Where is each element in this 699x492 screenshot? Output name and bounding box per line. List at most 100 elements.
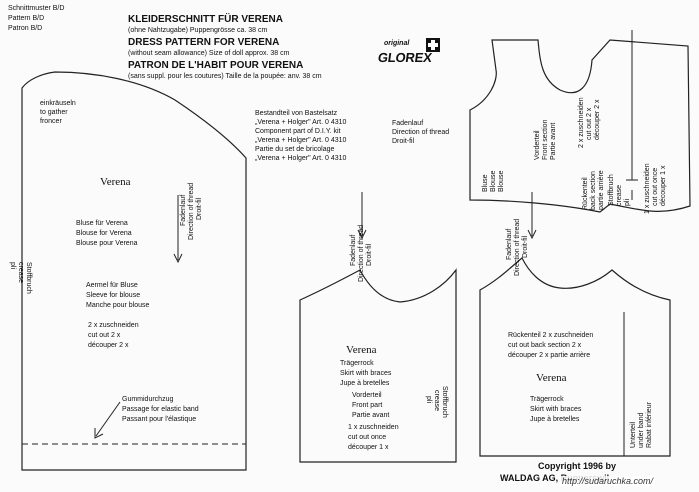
title-de: KLEIDERSCHNITT FÜR VERENA — [128, 14, 284, 25]
piece-name: Verena — [100, 176, 131, 188]
kit-info-line: „Verena + Holger" Art. 0 4310 — [255, 137, 347, 144]
logo-original-text: original — [384, 40, 410, 47]
bodice-blouse: Blouse — [490, 170, 497, 192]
skirt-front-outline — [299, 268, 457, 463]
band-label: Rabat inférieur — [646, 402, 653, 448]
bodice-back: Rückenteil — [582, 177, 589, 210]
gather-label: to gather — [40, 109, 68, 116]
skirt-back-cut: cut out back section 2 x — [508, 342, 582, 349]
bodice-front: Vorderteil — [534, 130, 541, 160]
thread-label-vertical: Droit-fil — [522, 235, 529, 258]
sleeve-label: Aermel für Bluse — [86, 282, 138, 289]
bodice-cut-back: 1 x zuschneiden — [644, 163, 651, 214]
title-fr-sub: (sans suppl. pour les coutures) Taille d… — [128, 73, 322, 80]
gather-label: froncer — [40, 118, 62, 125]
copyright-line: Copyright 1996 by — [538, 461, 617, 471]
bodice-blouse: Blouse — [498, 170, 505, 192]
header-line-1: Schnittmuster B/D — [8, 5, 65, 12]
skirt-front-line: Jupe à bretelles — [340, 380, 390, 387]
bodice-cut-back: découper 1 x — [660, 165, 667, 206]
band-label: under band — [638, 412, 645, 448]
blouse-title: Blouse for Verena — [76, 230, 132, 237]
elastic-label: Passage for elastic band — [122, 406, 199, 413]
bodice-back: back section — [590, 171, 597, 210]
kit-info-line: Component part of D.I.Y. kit — [255, 128, 341, 135]
thread-label: Droit-fil — [392, 138, 415, 145]
thread-label-vertical: Direction of thread — [514, 218, 521, 276]
bodice-front: Front section — [542, 119, 549, 160]
piece-name: Verena — [346, 344, 377, 356]
fold-label: crease — [616, 184, 623, 206]
skirt-front-line: découper 1 x — [348, 444, 389, 451]
elastic-label: Gummidurchzug — [122, 396, 174, 403]
kit-info-line: „Verena + Holger" Art. 0 4310 — [255, 119, 347, 126]
title-en-sub: (without seam allowance) Size of doll ap… — [128, 50, 290, 57]
bodice-cut-back: cut out once — [652, 167, 659, 206]
blouse-title: Blouse pour Verena — [76, 240, 138, 247]
title-en: DRESS PATTERN FOR VERENA — [128, 37, 280, 48]
fold-label: pli — [624, 198, 631, 206]
thread-label-vertical: Droit-fil — [196, 197, 203, 220]
swiss-cross-icon — [426, 38, 440, 52]
fold-label: crease — [17, 262, 24, 284]
skirt-front-line: Vorderteil — [352, 392, 382, 399]
piece-name: Verena — [536, 372, 567, 384]
skirt-front-line: 1 x zuschneiden — [348, 424, 399, 431]
sleeve-label: Manche pour blouse — [86, 302, 150, 309]
logo-brand-text: GLOREX — [376, 50, 433, 65]
thread-label: Fadenlauf — [392, 120, 424, 127]
skirt-front-line: Front part — [352, 402, 383, 409]
gather-label: einkräuseln — [40, 100, 76, 107]
fold-label: Stoffbruch — [25, 262, 32, 294]
bodice-outline — [469, 39, 691, 213]
title-de-sub: (ohne Nahtzugabe) Puppengrösse ca. 38 cm — [128, 27, 268, 34]
skirt-front-line: Trägerrock — [340, 360, 374, 367]
fold-label: Stoffbruch — [441, 386, 448, 418]
skirt-front-line: cut out once — [348, 434, 387, 441]
bodice-front: Partie avant — [550, 122, 557, 160]
elastic-label: Passant pour l'élastique — [122, 416, 197, 423]
elastic-arrow — [95, 401, 121, 437]
header-line-3: Patron B/D — [8, 25, 43, 32]
thread-label-vertical: Direction of thread — [358, 224, 365, 282]
cut-label: cut out 2 x — [88, 332, 121, 339]
cut-label: découper 2 x — [88, 342, 129, 349]
bodice-cut-front: découper 2 x — [594, 99, 601, 140]
fold-label: Stoffbruch — [608, 174, 615, 206]
skirt-back-line: Skirt with braces — [530, 406, 582, 413]
skirt-front-line: Skirt with braces — [340, 370, 392, 377]
skirt-back-line: Jupe à bretelles — [530, 416, 580, 423]
thread-label-vertical: Fadenlauf — [506, 228, 513, 260]
bodice-back: partie arrière — [598, 170, 605, 210]
sleeve-label: Sleeve for blouse — [86, 292, 141, 299]
skirt-front-line: Partie avant — [352, 412, 390, 419]
kit-info-line: Bestandteil von Bastelsatz — [255, 110, 338, 117]
skirt-back-cut: découper 2 x partie arrière — [508, 352, 591, 359]
fold-label: pli — [9, 262, 16, 270]
blouse-piece-outline — [21, 71, 247, 471]
skirt-back-outline — [479, 257, 671, 457]
thread-label: Direction of thread — [392, 129, 450, 136]
skirt-back-cut: Rückenteil 2 x zuschneiden — [508, 332, 594, 339]
header-line-2: Pattern B/D — [8, 15, 45, 22]
fold-label: crease — [433, 390, 440, 412]
kit-info-line: Partie du set de bricolage — [255, 146, 335, 153]
bodice-cut-front: 2 x zuschneiden — [578, 97, 585, 148]
watermark: http://sudaruchka.com/ — [560, 476, 656, 487]
thread-label-vertical: Droit-fil — [366, 243, 373, 266]
fold-label: pli — [425, 396, 432, 404]
bodice-blouse: Bluse — [482, 174, 489, 192]
thread-label-vertical: Direction of thread — [188, 182, 195, 240]
blouse-title: Bluse für Verena — [76, 220, 128, 227]
glorex-logo: original GLOREX — [376, 38, 444, 76]
band-label: Unterteil — [630, 421, 637, 448]
title-fr: PATRON DE L'HABIT POUR VERENA — [128, 60, 304, 71]
skirt-back-line: Trägerrock — [530, 396, 564, 403]
thread-label-vertical: Fadenlauf — [180, 194, 187, 226]
bodice-cut-front: cut out 2 x — [586, 107, 593, 140]
cut-label: 2 x zuschneiden — [88, 322, 139, 329]
copyright-line: WALDAG AG, Rupperswil — [500, 473, 610, 483]
thread-label-vertical: Fadenlauf — [350, 234, 357, 266]
